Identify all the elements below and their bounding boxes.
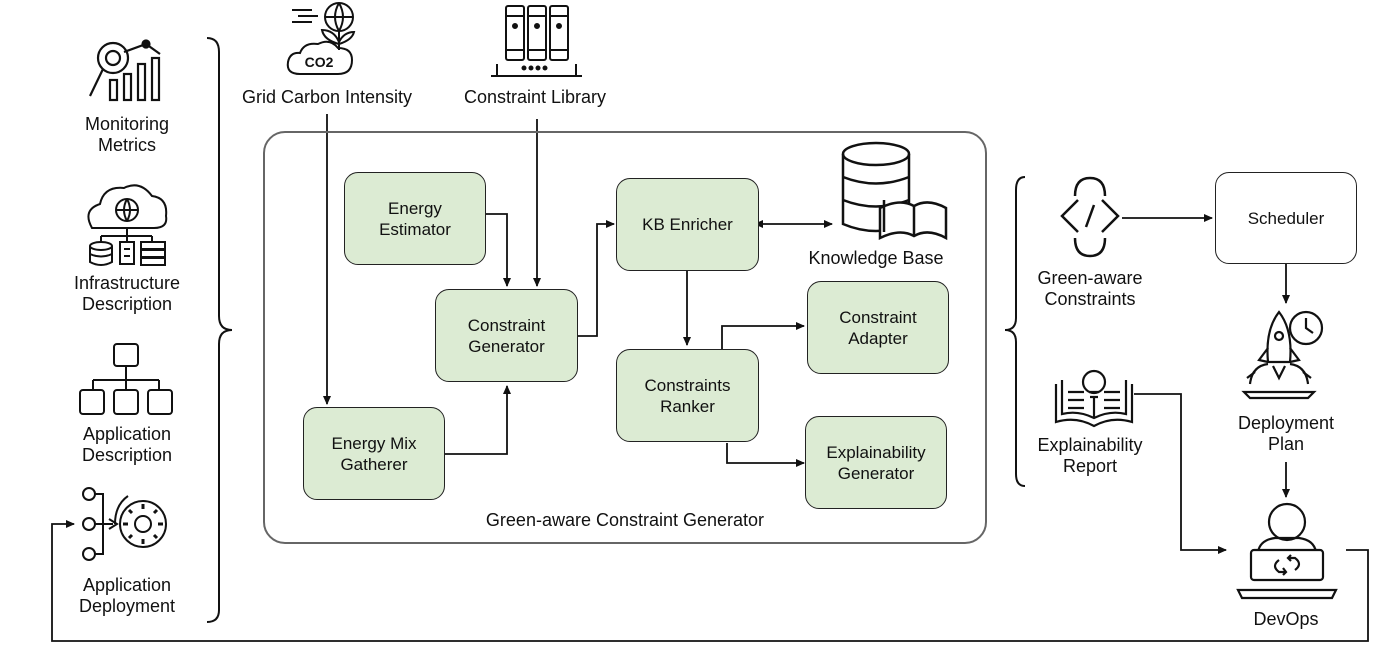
arrow-estimator-to-generator: [486, 213, 511, 287]
constraint-adapter-label: Constraint Adapter: [839, 307, 917, 348]
arrow-ranker-to-explainability: [726, 443, 805, 467]
kb-enricher-box: KB Enricher: [616, 178, 759, 271]
constraint-library-icon: [491, 5, 582, 77]
explainability-report-label: Explainability Report: [1037, 435, 1143, 476]
deployment-rocket-icon: [1241, 310, 1324, 400]
knowledge-base-label: Knowledge Base: [808, 248, 944, 268]
application-description-label: Application Description: [81, 424, 173, 465]
code-constraints-icon: [1060, 176, 1120, 258]
monitoring-metrics-icon: [89, 39, 161, 102]
application-deployment-label: Application Deployment: [78, 575, 176, 616]
deployment-plan-label: Deployment Plan: [1237, 413, 1335, 454]
energy-mix-gatherer-label: Energy Mix Gatherer: [331, 433, 417, 474]
green-aware-constraints-label: Green-aware Constraints: [1037, 268, 1143, 309]
constraints-ranker-label: Constraints Ranker: [644, 375, 731, 416]
constraint-generator-box: Constraint Generator: [435, 289, 578, 382]
constraints-ranker-box: Constraints Ranker: [616, 349, 759, 442]
energy-estimator-label: Energy Estimator: [379, 198, 451, 239]
application-deployment-icon: [82, 487, 167, 561]
green-aware-constraint-generator-frame: [263, 131, 987, 544]
explainability-generator-label: Explainability Generator: [826, 442, 926, 483]
devops-person-icon: [1236, 502, 1338, 600]
devops-label: DevOps: [1253, 609, 1319, 629]
explainability-generator-box: Explainability Generator: [805, 416, 947, 509]
left-brace: [206, 37, 233, 623]
grid-carbon-intensity-label: Grid Carbon Intensity: [241, 87, 413, 107]
knowledge-base-icon: [841, 141, 948, 241]
co2-text: CO2: [305, 54, 334, 70]
energy-mix-gatherer-box: Energy Mix Gatherer: [303, 407, 445, 500]
co2-plant-icon: [286, 2, 356, 75]
scheduler-label: Scheduler: [1247, 208, 1325, 228]
constraint-adapter-box: Constraint Adapter: [807, 281, 949, 374]
application-tree-icon: [79, 343, 173, 415]
arrow-ranker-to-adapter: [721, 322, 805, 350]
constraint-library-label: Constraint Library: [463, 87, 607, 107]
constraint-generator-label: Constraint Generator: [467, 315, 546, 356]
arrow-feedback-loop: [51, 520, 1369, 642]
scheduler-box: Scheduler: [1215, 172, 1357, 264]
infrastructure-description-label: Infrastructure Description: [73, 273, 181, 314]
arrow-report-to-devops: [1134, 393, 1227, 554]
energy-estimator-box: Energy Estimator: [344, 172, 486, 265]
generator-title: Green-aware Constraint Generator: [485, 510, 765, 530]
explainability-report-icon: [1054, 369, 1134, 428]
monitoring-metrics-label: Monitoring Metrics: [84, 114, 170, 155]
kb-enricher-label: KB Enricher: [642, 215, 733, 234]
infrastructure-icon: [87, 184, 168, 266]
arrow-gatherer-to-generator: [445, 385, 511, 455]
arrow-generator-to-enricher: [578, 220, 615, 337]
right-brace: [1004, 176, 1026, 487]
